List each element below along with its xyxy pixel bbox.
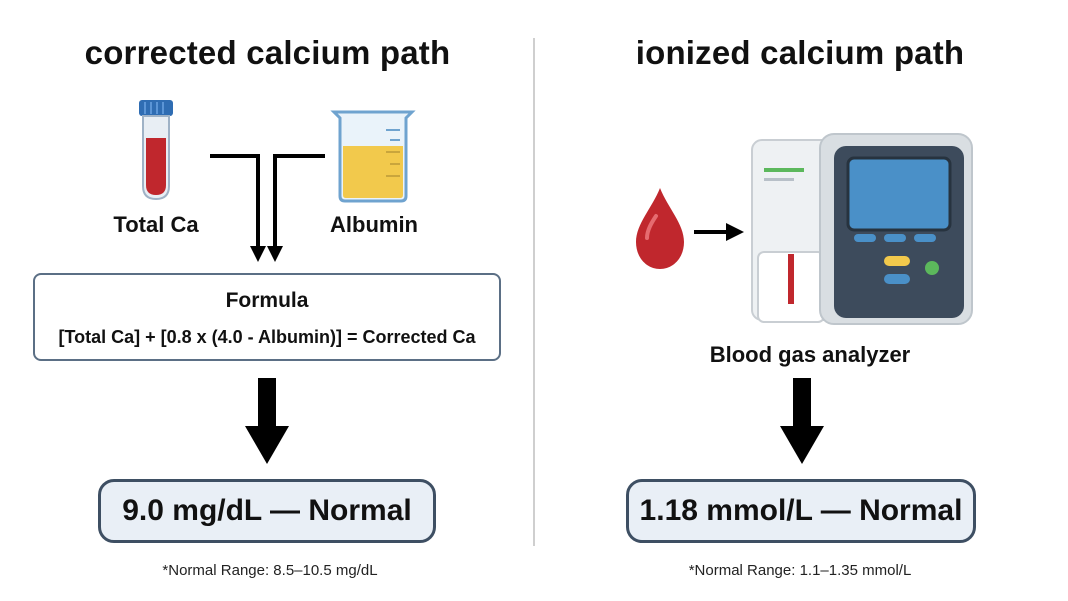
panel-divider <box>533 38 535 546</box>
ionized-calcium-result: 1.18 mmol/L — Normal <box>626 479 976 543</box>
blood-drop-icon <box>636 188 684 269</box>
ionized-calcium-normal-range: *Normal Range: 1.1–1.35 mmol/L <box>688 562 912 579</box>
blood-gas-analyzer-icon <box>751 133 973 325</box>
beaker-icon <box>330 110 416 203</box>
test-tube-icon <box>139 100 173 201</box>
merge-arrows <box>210 154 325 262</box>
formula-text: [Total Ca] + [0.8 x (4.0 - Albumin)] = C… <box>58 327 476 347</box>
total-ca-label: Total Ca <box>113 212 199 237</box>
corrected-calcium-title: corrected calcium path <box>84 34 451 71</box>
arrow-down-icon <box>245 378 289 464</box>
corrected-calcium-normal-range: *Normal Range: 8.5–10.5 mg/dL <box>162 562 378 579</box>
arrow-down-icon <box>780 378 824 464</box>
albumin-label: Albumin <box>330 212 418 237</box>
formula-box: Formula [Total Ca] + [0.8 x (4.0 - Album… <box>33 273 501 361</box>
arrow-right-icon <box>694 223 744 241</box>
blood-gas-analyzer-label: Blood gas analyzer <box>709 342 911 367</box>
corrected-calcium-result: 9.0 mg/dL — Normal <box>98 479 436 543</box>
ionized-calcium-title: ionized calcium path <box>635 34 965 71</box>
formula-title: Formula <box>225 289 309 312</box>
